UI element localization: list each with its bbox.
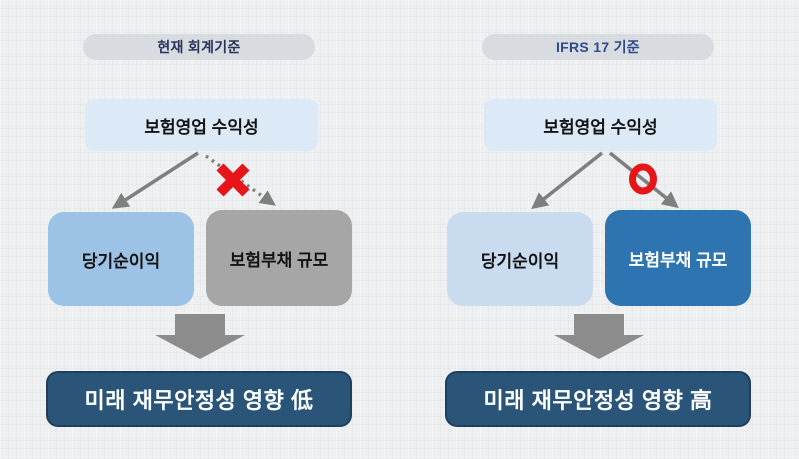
solid-arrow-to-profit [531,151,604,210]
liability-box-label: 보험부채 규모 [229,250,329,270]
source-box-label: 보험영업 수익성 [543,117,658,137]
header-label: IFRS 17 기준 [555,39,640,55]
result-box: 미래 재무안정성 영향 高 [445,371,751,427]
profit-box: 당기순이익 [447,212,593,306]
liability-box: 보험부채 규모 [206,210,352,306]
solid-arrow-to-liability [608,151,679,209]
result-box: 미래 재무안정성 영향 低 [46,371,352,427]
profit-box: 당기순이익 [48,212,194,306]
panel-ifrs17-standard: IFRS 17 기준 보험영업 수익성 당기순이익 보험부채 규모 미래 재무안… [399,0,799,459]
result-box-label: 미래 재무안정성 영향 高 [483,388,713,413]
panel-current-standard: 현재 회계기준 보험영업 수익성 당기순이익 보험부채 규모 미래 재무안정성 … [46,34,352,427]
profit-box-label: 당기순이익 [480,251,560,271]
liability-box: 보험부채 규모 [605,210,751,306]
source-box: 보험영업 수익성 [85,99,318,151]
down-block-arrow-icon [155,314,245,359]
header-pill: 현재 회계기준 [83,34,315,60]
profit-box-label: 당기순이익 [81,251,161,271]
flow-connectors [531,151,679,210]
liability-box-label: 보험부채 규모 [628,250,728,270]
allowed-o-icon [629,163,657,195]
header-pill: IFRS 17 기준 [482,34,714,60]
source-box: 보험영업 수익성 [484,99,717,151]
solid-arrow-to-profit [111,151,199,209]
result-box-label: 미래 재무안정성 영향 低 [84,388,314,413]
blocked-x-icon [216,163,250,197]
header-label: 현재 회계기준 [157,39,241,55]
down-block-arrow-icon [554,314,644,359]
flow-connectors [111,151,276,209]
source-box-label: 보험영업 수익성 [144,117,259,137]
